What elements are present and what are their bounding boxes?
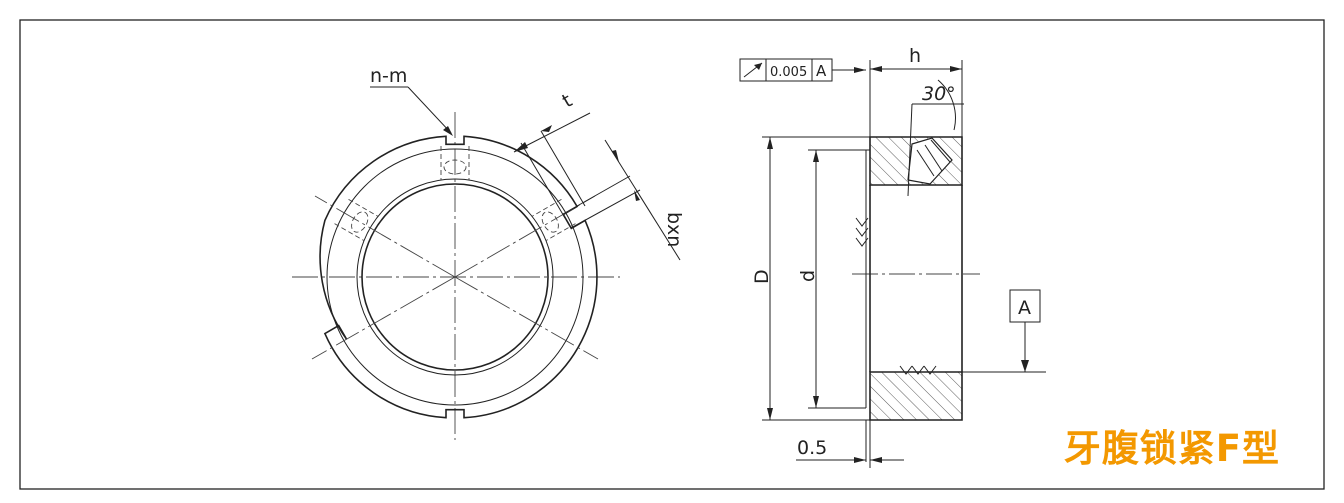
- bore-circle: [361, 183, 549, 371]
- drawing-title: 牙腹锁紧F型: [1063, 427, 1280, 470]
- outer-profile: [319, 135, 598, 419]
- section-bottom: [869, 371, 963, 421]
- label-t: t: [559, 90, 576, 113]
- drawing-frame: [19, 19, 1325, 490]
- front-view: n-m t bxn: [292, 65, 685, 440]
- label-offset: 0.5: [797, 437, 827, 459]
- label-b-x-n: bxn: [663, 212, 685, 247]
- tolerance-datum: A: [816, 62, 827, 80]
- screw-hole-right: [531, 198, 576, 242]
- label-n-m: n-m: [370, 65, 407, 87]
- screw-hole-left: [334, 198, 379, 242]
- tolerance-frame: 0.005 A: [739, 58, 866, 82]
- label-angle: 30°: [922, 83, 956, 105]
- label-h: h: [909, 45, 921, 67]
- datum-label: A: [1018, 297, 1031, 319]
- label-d: d: [797, 270, 819, 282]
- datum-a: A: [962, 289, 1046, 373]
- tolerance-value: 0.005: [770, 65, 807, 80]
- screw-hole-top: [440, 146, 470, 180]
- label-D: D: [751, 269, 773, 284]
- section-view: 30° h 0.005 A D d: [739, 45, 1046, 468]
